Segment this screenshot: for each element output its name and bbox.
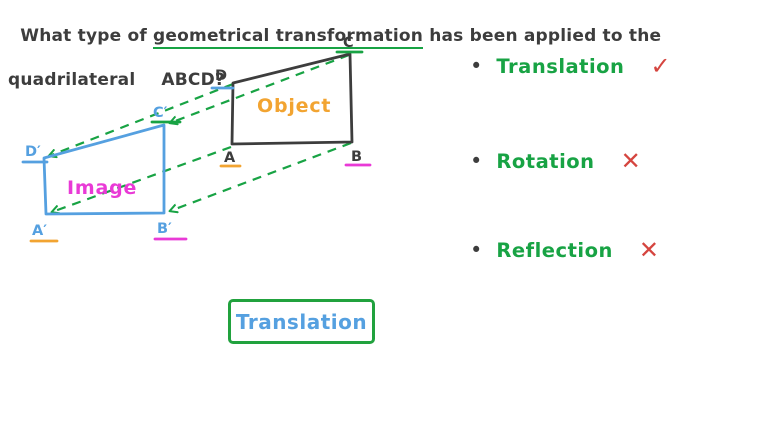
image-shape-label: Image [67, 177, 137, 199]
answer-box: Translation [228, 299, 375, 344]
question-line1-post: has been applied to the [423, 26, 662, 46]
vertex-label-aprime: A′ [32, 223, 47, 239]
vertex-label-a: A [224, 150, 236, 166]
vertex-label-b: B [351, 149, 362, 165]
option-label: Reflection [496, 238, 613, 262]
bullet-icon: • [470, 148, 483, 173]
object-shape-label: Object [257, 95, 331, 117]
bullet-icon: • [470, 237, 483, 262]
option-reflection: • Reflection ✕ [470, 234, 659, 266]
option-label: Translation [496, 54, 625, 78]
cross-icon: ✕ [620, 147, 641, 175]
vertex-label-bprime: B′ [157, 221, 172, 237]
question-quadrilateral-word: quadrilateral [8, 70, 136, 90]
question-underlined-phrase: geometrical transformation [153, 26, 424, 49]
vertex-label-dprime: D′ [25, 144, 41, 160]
option-label: Rotation [496, 149, 595, 173]
option-translation: • Translation ✓ [470, 50, 671, 82]
question-line2: quadrilateral ABCD? [8, 69, 708, 91]
dashed-line-b-to-bprime [170, 141, 352, 211]
question-abcd: ABCD? [161, 70, 225, 90]
object-quadrilateral [230, 52, 354, 146]
question-text: What type of geometrical transformation … [8, 3, 708, 113]
vertex-label-cprime: C′ [153, 105, 168, 121]
vertex-label-d: D [215, 68, 227, 84]
question-line1-pre: What type of [20, 26, 154, 46]
cross-icon: ✕ [638, 236, 659, 264]
bullet-icon: • [470, 53, 483, 78]
option-rotation: • Rotation ✕ [470, 145, 641, 177]
answer-label: Translation [235, 309, 368, 334]
vertex-label-c: C [343, 35, 354, 51]
check-icon: ✓ [650, 52, 671, 80]
image-quadrilateral [42, 123, 166, 216]
dashed-line-d-to-dprime [49, 82, 234, 156]
